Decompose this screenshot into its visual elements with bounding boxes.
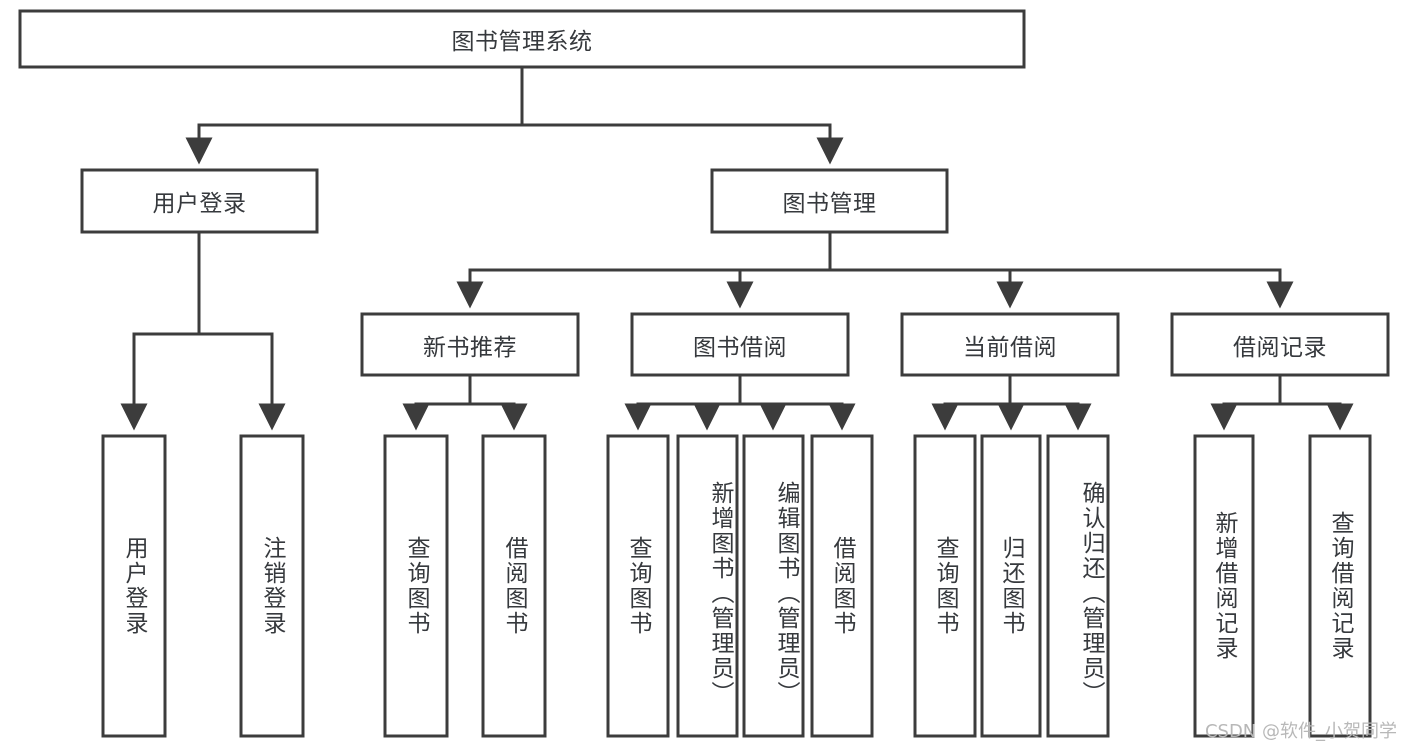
node-box-root[interactable] [18,9,1026,69]
node-box-leaf-query-book-borrow[interactable] [606,434,670,738]
node-box-leaf-logout-login[interactable] [239,434,305,738]
node-box-user-login[interactable] [80,168,319,234]
node-box-leaf-query-book-current[interactable] [913,434,977,738]
node-box-leaf-add-book-admin[interactable] [676,434,739,738]
node-box-leaf-borrow-book[interactable] [810,434,874,738]
connector-root-to-level1 [185,65,844,165]
connector-borrow-record-to-leaves [1210,373,1354,431]
node-box-leaf-user-login[interactable] [101,434,167,738]
node-box-leaf-add-borrow-record[interactable] [1193,434,1255,738]
node-box-book-manage[interactable] [710,168,949,234]
node-box-current-borrow[interactable] [900,312,1120,377]
connector-book-borrow-to-leaves [624,373,856,431]
watermark-text: CSDN @软件_小贺同学 [1204,721,1397,742]
node-box-leaf-query-book-rec[interactable] [383,434,449,738]
connector-user-login-to-leaves [120,230,286,431]
node-box-leaf-query-borrow-record[interactable] [1308,434,1372,738]
connector-new-book-recommend-to-leaves [402,373,528,431]
node-box-new-book-recommend[interactable] [360,312,580,377]
node-box-leaf-confirm-return-admin[interactable] [1046,434,1110,738]
node-box-leaf-borrow-book-rec[interactable] [481,434,547,738]
node-box-leaf-edit-book-admin[interactable] [742,434,805,738]
node-box-leaf-return-book[interactable] [980,434,1042,738]
node-box-borrow-record[interactable] [1170,312,1390,377]
connector-book-manage-to-level2 [456,230,1294,309]
node-box-book-borrow[interactable] [630,312,850,377]
connector-current-borrow-to-leaves [931,373,1092,431]
